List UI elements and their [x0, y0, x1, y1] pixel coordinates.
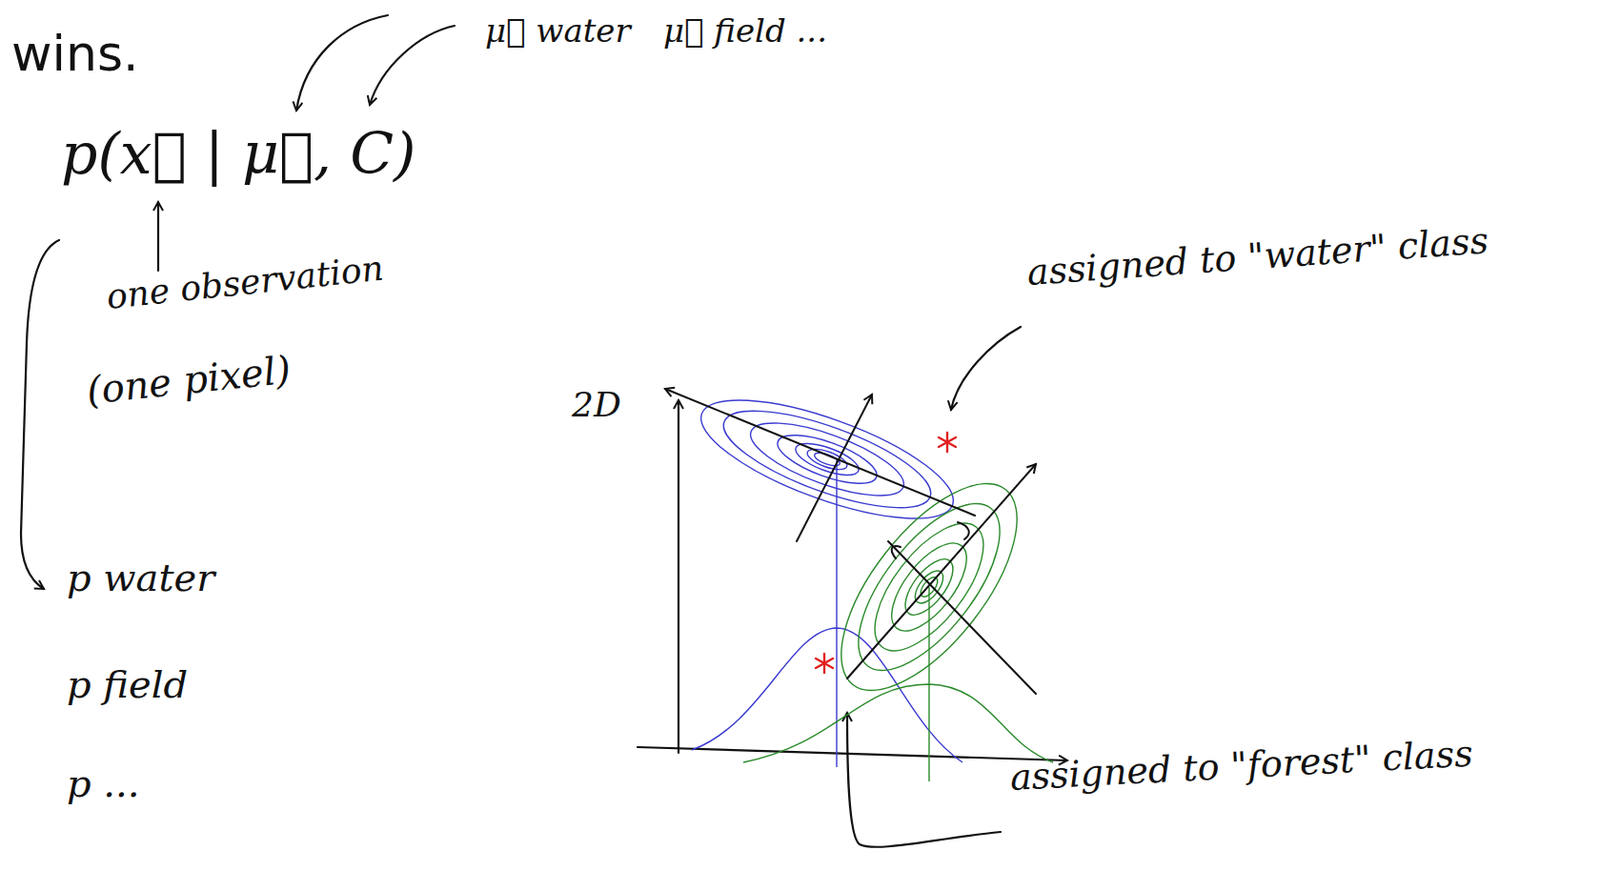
handwritten-note: one observation	[104, 249, 386, 317]
handwritten-note: 2D	[571, 385, 622, 425]
handwritten-note: p water	[66, 556, 215, 599]
leader-line	[951, 326, 1021, 410]
handwritten-note: p field	[66, 663, 188, 706]
principal-axes	[665, 388, 1036, 694]
handwritten-note: p(x⃗ | μ⃗, C)	[60, 121, 416, 185]
leader-line	[157, 202, 160, 271]
slide-text: wins.	[11, 26, 140, 82]
handwritten-note: assigned to "forest" class	[1009, 734, 1475, 799]
handwritten-note: μ⃗ field ...	[663, 13, 828, 49]
handwritten-note: (one pixel)	[84, 348, 293, 412]
axis	[677, 400, 680, 753]
leader-line	[847, 712, 1001, 848]
observation-marker	[815, 432, 956, 673]
handwritten-note: μ⃗ water	[485, 13, 631, 49]
plot-axes	[637, 400, 1068, 761]
handwritten-note: p ...	[66, 762, 140, 805]
forest-distribution	[743, 455, 1054, 782]
leader-line	[296, 15, 388, 111]
bracket-arrow	[20, 240, 60, 589]
handwritten-note: assigned to "water" class	[1026, 221, 1491, 294]
leader-lines	[20, 15, 1021, 848]
leader-line	[369, 25, 455, 105]
water-distribution	[688, 376, 967, 768]
axis	[637, 747, 1068, 761]
